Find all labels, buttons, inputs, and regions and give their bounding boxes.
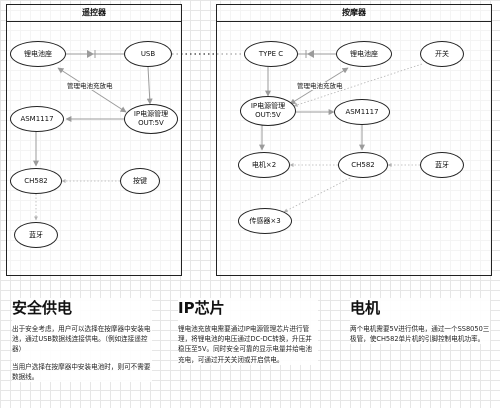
left-ip-node: IP电源管理 OUT:5V (124, 104, 178, 134)
left-battery-node: 锂电池座 (10, 41, 66, 67)
switch-node: 开关 (420, 41, 464, 67)
motor-section: 电机 两个电机需要5V进行供电，通过一个SS8050三极管，使CH582单片机的… (350, 298, 490, 345)
right-bluetooth-node: 蓝牙 (420, 152, 464, 178)
power-section-title: 安全供电 (12, 299, 73, 317)
usb-node: USB (124, 41, 172, 67)
left-ch582-node: CH582 (10, 168, 62, 194)
sensor-node: 传感器×3 (238, 208, 292, 234)
ip-section-title: IP芯片 (178, 299, 225, 317)
remote-panel-title: 遥控器 (7, 5, 181, 22)
motor-section-title: 电机 (350, 299, 381, 317)
power-section: 安全供电 出于安全考虑，用户可以选择在按摩器中安装电池，通过USB数据线连接供电… (12, 298, 152, 383)
typec-node: TYPE C (244, 41, 298, 67)
right-battery-node: 锂电池座 (336, 41, 392, 67)
power-section-text-2: 当用户选择在按摩器中安装电池时，则可不需要数据线。 (12, 362, 151, 381)
motor-section-text: 两个电机需要5V进行供电，通过一个SS8050三极管，使CH582单片机的引脚控… (350, 325, 490, 344)
right-ip-node: IP电源管理 OUT:5V (240, 96, 296, 126)
right-charge-label: 管理电池充放电 (296, 82, 344, 90)
ip-section: IP芯片 锂电池充放电需要通过IP电源管理芯片进行管理，将锂电池的电压通过DC-… (178, 298, 318, 365)
motor-node: 电机×2 (238, 152, 290, 178)
system-diagram: 遥控器 按摩器 锂电池座 USB IP电源管理 OUT:5V ASM1117 C… (6, 4, 492, 276)
left-asm-node: ASM1117 (10, 106, 64, 132)
power-section-text-1: 出于安全考虑，用户可以选择在按摩器中安装电池，通过USB数据线连接供电。（例如连… (12, 325, 151, 354)
left-charge-label: 管理电池充放电 (66, 82, 114, 90)
right-asm-node: ASM1117 (334, 99, 390, 125)
left-bluetooth-node: 蓝牙 (14, 222, 58, 248)
ip-section-text: 锂电池充放电需要通过IP电源管理芯片进行管理，将锂电池的电压通过DC-DC转换，… (178, 325, 312, 364)
right-ch582-node: CH582 (338, 152, 388, 178)
massager-panel-title: 按摩器 (217, 5, 491, 22)
button-node: 按键 (120, 168, 160, 194)
